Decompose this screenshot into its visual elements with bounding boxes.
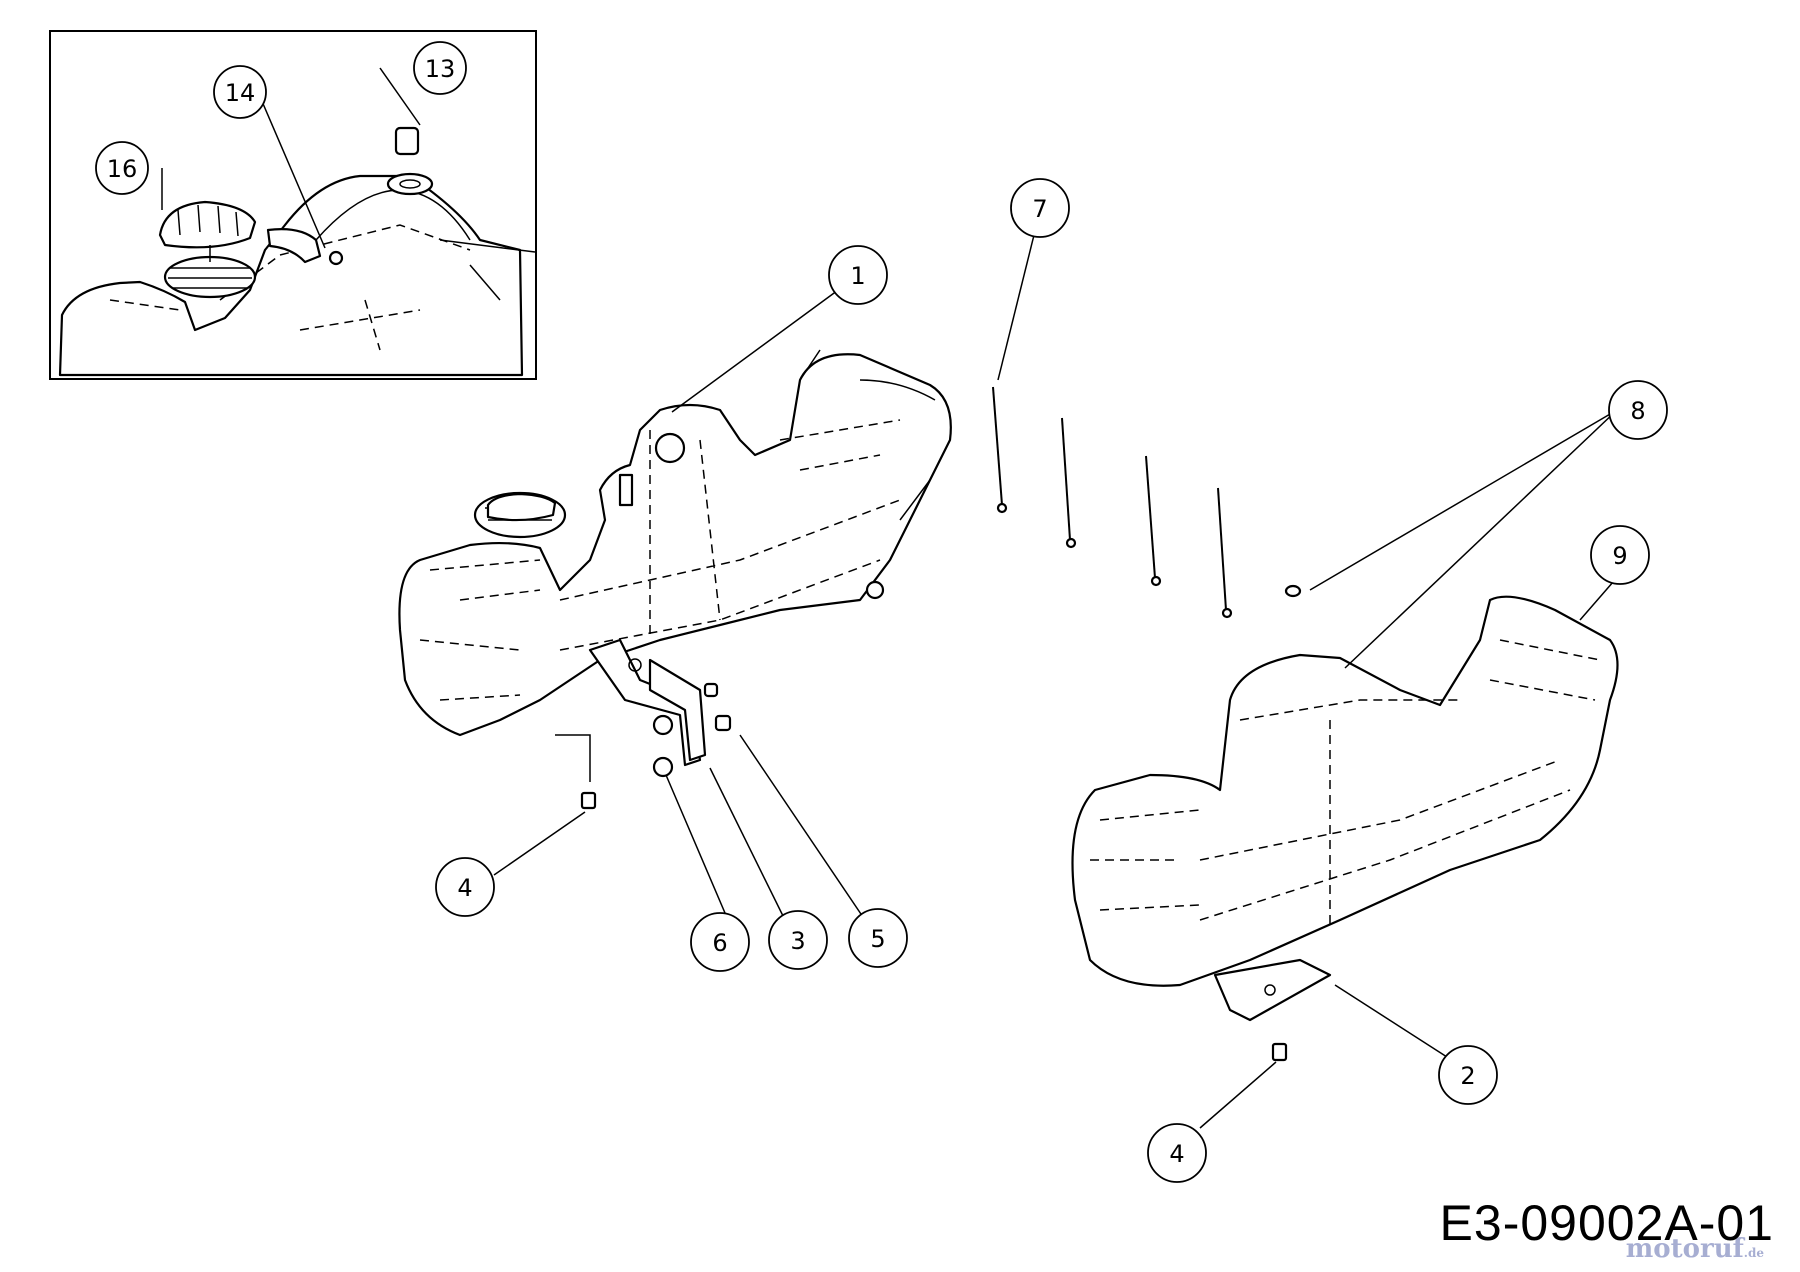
callout-2[interactable]: 2	[1438, 1045, 1498, 1105]
callout-16[interactable]: 16	[95, 141, 149, 195]
callout-4a[interactable]: 4	[435, 857, 495, 917]
tank-bracket	[588, 638, 702, 767]
vent-valve[interactable]	[386, 126, 434, 196]
inset-frame	[49, 30, 537, 380]
svg-text:4: 4	[457, 874, 472, 902]
bolt-4-lower[interactable]	[1271, 1042, 1288, 1062]
callout-13[interactable]: 13	[413, 41, 467, 95]
bracket-plate[interactable]	[648, 658, 707, 762]
svg-text:13: 13	[425, 55, 456, 83]
nut-6[interactable]	[652, 714, 674, 778]
inset-tank-body	[58, 174, 524, 377]
leader-lines	[161, 67, 1621, 1129]
callout-5[interactable]: 5	[848, 908, 908, 968]
fastener-rear[interactable]	[865, 580, 885, 600]
bolt-5[interactable]	[703, 682, 732, 732]
hardware-cluster	[580, 658, 732, 810]
callout-8[interactable]: 8	[1608, 380, 1668, 440]
shroud-bracket[interactable]	[1213, 958, 1332, 1022]
diagram-code: E3-09002A-01	[1439, 1195, 1774, 1251]
callout-9[interactable]: 9	[1590, 525, 1650, 585]
detail-inset	[49, 30, 537, 380]
svg-text:3: 3	[790, 927, 805, 955]
tank-filler-cap[interactable]	[473, 491, 567, 539]
callout-14[interactable]: 14	[213, 65, 267, 119]
svg-text:1: 1	[850, 262, 865, 290]
watermark-suffix: .de	[1743, 1246, 1764, 1260]
callout-1[interactable]: 1	[828, 245, 888, 305]
fuel-cap[interactable]	[158, 200, 257, 299]
watermark-brand: motoruf	[1625, 1234, 1744, 1264]
watermark-logo: motoruf.de	[1626, 1234, 1764, 1264]
clip-8[interactable]	[1284, 584, 1302, 598]
svg-text:14: 14	[225, 79, 256, 107]
callout-3[interactable]: 3	[768, 910, 828, 970]
svg-text:4: 4	[1169, 1140, 1184, 1168]
callout-6[interactable]: 6	[690, 912, 750, 972]
bolt-4-upper[interactable]	[580, 791, 597, 810]
svg-text:8: 8	[1630, 397, 1645, 425]
callout-7[interactable]: 7	[1010, 178, 1070, 238]
svg-text:6: 6	[712, 929, 727, 957]
tank-straps[interactable]	[992, 386, 1233, 619]
svg-text:9: 9	[1612, 542, 1627, 570]
fuel-tank[interactable]	[398, 349, 952, 782]
svg-text:2: 2	[1460, 1062, 1475, 1090]
callout-4b[interactable]: 4	[1147, 1123, 1207, 1183]
svg-text:16: 16	[107, 155, 138, 183]
svg-text:5: 5	[870, 925, 885, 953]
tank-shroud[interactable]	[1071, 584, 1619, 1062]
svg-text:7: 7	[1032, 195, 1047, 223]
